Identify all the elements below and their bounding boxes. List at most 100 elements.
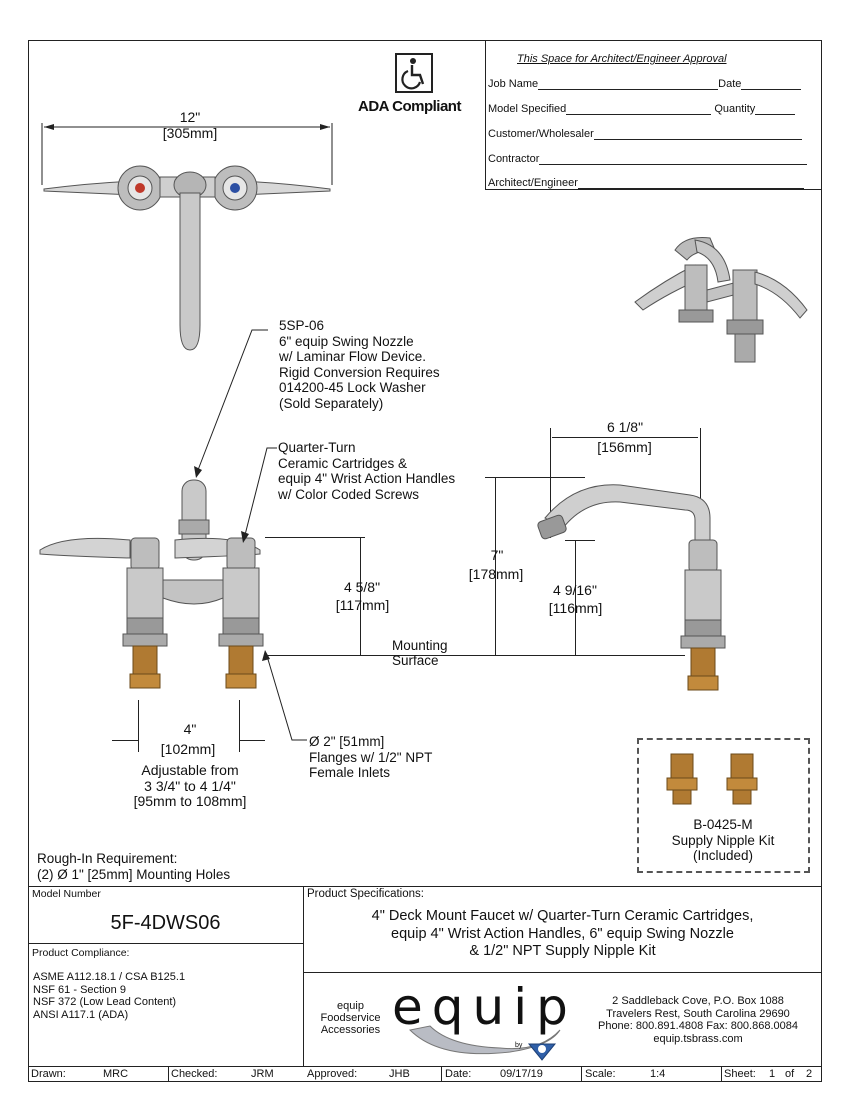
nipple-kit-line: B-0425-M (693, 817, 753, 832)
height-mm: [117mm] (335, 597, 390, 613)
nozzle-note-line: (Sold Separately) (279, 395, 384, 411)
overall-in: 7" (490, 547, 504, 563)
dim-line (485, 477, 585, 478)
quantity-label: Quantity (714, 103, 756, 115)
address-line: Phone: 800.891.4808 Fax: 800.868.0084 (597, 1020, 798, 1032)
rough-in-line: (2) Ø 1" [25mm] Mounting Holes (37, 867, 231, 882)
brand-line: Foodservice (320, 1012, 381, 1024)
architect-label: Architect/Engineer (488, 177, 578, 189)
brand-line: equip (337, 1000, 364, 1012)
mounting-label-line: Mounting (392, 638, 448, 653)
customer-field[interactable] (593, 128, 802, 140)
drawn-value: MRC (103, 1068, 129, 1080)
compliance-item: ASME A112.18.1 / CSA B125.1 (33, 971, 186, 983)
customer-label: Customer/Wholesaler (488, 128, 594, 140)
job-name-label: Job Name (488, 78, 539, 90)
outlet-mm: [116mm] (548, 600, 603, 616)
footer-sep (168, 1066, 169, 1082)
compliance-item: NSF 61 - Section 9 (33, 983, 126, 996)
model-specified-field[interactable] (566, 103, 712, 115)
cartridge-note-line: w/ Color Coded Screws (278, 486, 420, 502)
nozzle-note-line: w/ Laminar Flow Device. (279, 349, 427, 364)
architect-row: Architect/Engineer (488, 177, 804, 189)
contractor-field[interactable] (539, 153, 808, 165)
mounting-surface-line (265, 655, 685, 656)
overall-mm: [178mm] (468, 566, 524, 582)
footer-sep (441, 1066, 442, 1082)
nozzle-note-line: 014200-45 Lock Washer (279, 380, 426, 395)
quantity-field[interactable] (755, 103, 796, 115)
approval-title: This Space for Architect/Engineer Approv… (517, 53, 727, 65)
equip-logo: equip (392, 978, 577, 1036)
flange-note-line: Ø 2" [51mm] (309, 734, 385, 749)
brand-left: equip Foodservice Accessories (313, 1000, 388, 1036)
spec-divider (303, 972, 822, 973)
title-block-divider (303, 886, 304, 1066)
cartridge-note: Quarter-Turn Ceramic Cartridges & equip … (278, 440, 455, 502)
nozzle-note: 5SP-06 6" equip Swing Nozzle w/ Laminar … (279, 318, 440, 411)
date-value: 09/17/19 (500, 1068, 543, 1080)
address-line: equip.tsbrass.com (653, 1032, 743, 1045)
spread-in: 4" (183, 721, 197, 737)
dim-line (239, 700, 240, 752)
adjustable-line: [95mm to 108mm] (133, 793, 247, 809)
nipple-kit-label: B-0425-M Supply Nipple Kit (Included) (640, 817, 806, 864)
sheet-value: 1 (769, 1068, 776, 1080)
date-label: Date: (445, 1068, 472, 1080)
approval-box (485, 40, 822, 190)
compliance-item: ANSI A117.1 (ADA) (33, 1008, 129, 1021)
job-name-field[interactable] (538, 78, 719, 90)
mounting-label-line: Surface (392, 653, 439, 668)
nipple-kit-line: Supply Nipple Kit (671, 832, 775, 848)
nozzle-leader (194, 329, 268, 478)
supply-nipple-icon (666, 753, 758, 805)
title-block-top (28, 886, 822, 887)
equip-logo-swoosh (408, 1025, 561, 1055)
faucet-top-view (41, 123, 333, 351)
outlet-in: 4 9/16" (553, 582, 597, 598)
dim-line (565, 540, 595, 541)
dim-line (552, 437, 698, 438)
architect-field[interactable] (577, 177, 804, 189)
dim-line (265, 537, 365, 538)
reach-in: 6 1/8" (606, 419, 644, 435)
faucet-side-view (537, 484, 726, 691)
dim-line (239, 740, 265, 741)
scale-value: 1:4 (650, 1068, 666, 1080)
nipple-kit-box (637, 738, 810, 873)
contractor-row: Contractor (488, 153, 808, 165)
cartridge-note-line: equip 4" Wrist Action Handles (278, 471, 456, 486)
approved-label: Approved: (307, 1068, 358, 1080)
dim-line (700, 428, 701, 538)
model-specified-row: Model Specified Quantity (488, 103, 818, 115)
customer-row: Customer/Wholesaler (488, 128, 802, 140)
flange-note-line: Female Inlets (309, 765, 391, 780)
dim-line (112, 740, 138, 741)
reach-mm: [156mm] (597, 439, 652, 455)
contractor-label: Contractor (488, 153, 540, 165)
sheet-of-label: of (785, 1068, 795, 1080)
spread-mm: [102mm] (160, 741, 216, 757)
flange-note-line: Flanges w/ 1/2" NPT (309, 749, 433, 765)
date-field[interactable] (741, 78, 802, 90)
wheelchair-icon (395, 53, 433, 93)
sheet-total: 2 (806, 1068, 813, 1080)
footer-sep (581, 1066, 582, 1082)
model-number: 5F-4DWS06 (110, 912, 221, 934)
footer-divider (28, 1066, 822, 1067)
spec-label: Product Specifications: (307, 888, 424, 900)
date-label: Date (718, 78, 742, 90)
ts-brass-icon (527, 1043, 557, 1061)
spec-line: & 1/2" NPT Supply Nipple Kit (469, 943, 656, 959)
drawn-label: Drawn: (31, 1068, 66, 1080)
dim-line (495, 477, 496, 655)
checked-label: Checked: (171, 1068, 218, 1080)
adjustable-line: 3 3/4" to 4 1/4" (144, 777, 236, 794)
nipple-kit-line: (Included) (692, 848, 754, 863)
job-name-row: Job Name Date (488, 78, 818, 90)
model-specified-label: Model Specified (488, 103, 567, 115)
model-divider (28, 943, 303, 944)
cartridge-leader (241, 447, 277, 543)
company-address: 2 Saddleback Cove, P.O. Box 1088 Travele… (578, 995, 818, 1045)
equip-logo-by: by (515, 1042, 523, 1049)
